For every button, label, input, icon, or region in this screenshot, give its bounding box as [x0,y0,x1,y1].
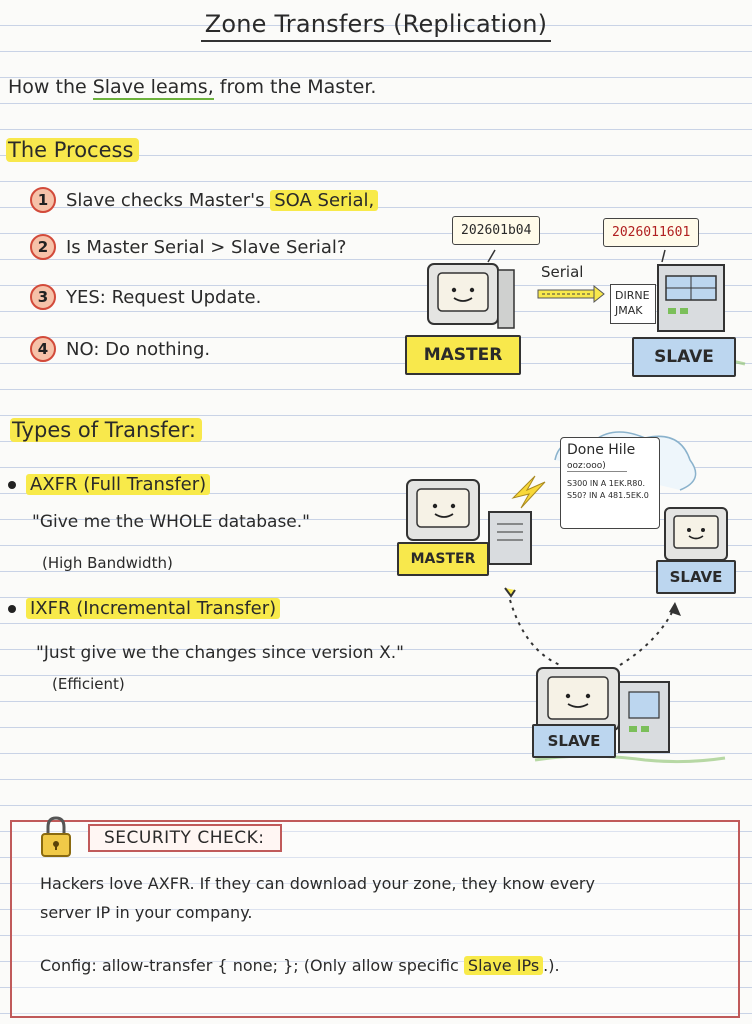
step-number: 4 [30,336,56,362]
step-4: 4 NO: Do nothing. [30,336,210,362]
axfr-quote: "Give me the WHOLE database." [32,512,310,532]
master-label: MASTER [405,335,521,375]
security-label: SECURITY CHECK: [88,824,283,852]
arrow-label: Serial [541,263,584,281]
slave-label: SLAVE [632,337,736,377]
serial-arrow-icon [537,284,605,304]
bullet-icon [8,480,16,489]
master-computer-icon [406,479,532,565]
step-2: 2 Is Master Serial > Slave Serial? [30,234,346,260]
dotted-arrow-icon [509,599,561,666]
zone-file-document: Done Hile ooz:ooo) S300 IN A 1EK.R80. S5… [560,437,660,529]
axfr-item: AXFR (Full Transfer) [8,474,211,495]
security-config: Config: allow-transfer { none; }; (Only … [40,956,560,975]
master-computer-icon [427,249,515,329]
step-number: 1 [30,187,56,213]
step-number: 2 [30,234,56,260]
step-1: 1 Slave checks Master's SOA Serial, [30,187,379,213]
axfr-name: AXFR (Full Transfer) [26,474,211,495]
ixfr-name: IXFR (Incremental Transfer) [26,598,281,619]
process-heading: The Process [6,138,140,162]
security-line-1: Hackers love AXFR. If they can download … [40,874,595,893]
security-line-2: server IP in your company. [40,903,253,922]
security-box [10,820,740,1018]
types-heading: Types of Transfer: [10,418,202,442]
ixfr-item: IXFR (Incremental Transfer) [8,598,281,619]
axfr-note: (High Bandwidth) [42,554,173,572]
slave-computer-icon [657,249,725,332]
slave-ips-highlight: Slave IPs [463,956,544,975]
intro-highlight: Slave leams, [92,76,214,100]
slave-label: SLAVE [656,560,736,594]
lock-icon [41,816,71,857]
ixfr-note: (Efficient) [52,675,125,693]
step-3: 3 YES: Request Update. [30,284,261,310]
slave-computer-icon [664,507,728,561]
intro-text: How the Slave leams, from the Master. [8,76,377,100]
soa-serial-highlight: SOA Serial, [270,189,379,211]
slave-label-bottom: SLAVE [532,724,616,758]
master-serial-tag: 202601b04 [452,216,541,245]
page-title: Zone Transfers (Replication) [0,10,752,42]
step-number: 3 [30,284,56,310]
bullet-icon [8,604,16,613]
dotted-arrow-icon [619,605,676,666]
slave-serial-tag: 2026011601 [603,218,700,247]
lightning-icon [511,475,546,509]
master-label: MASTER [397,542,489,576]
ixfr-quote: "Just give we the changes since version … [36,643,404,663]
